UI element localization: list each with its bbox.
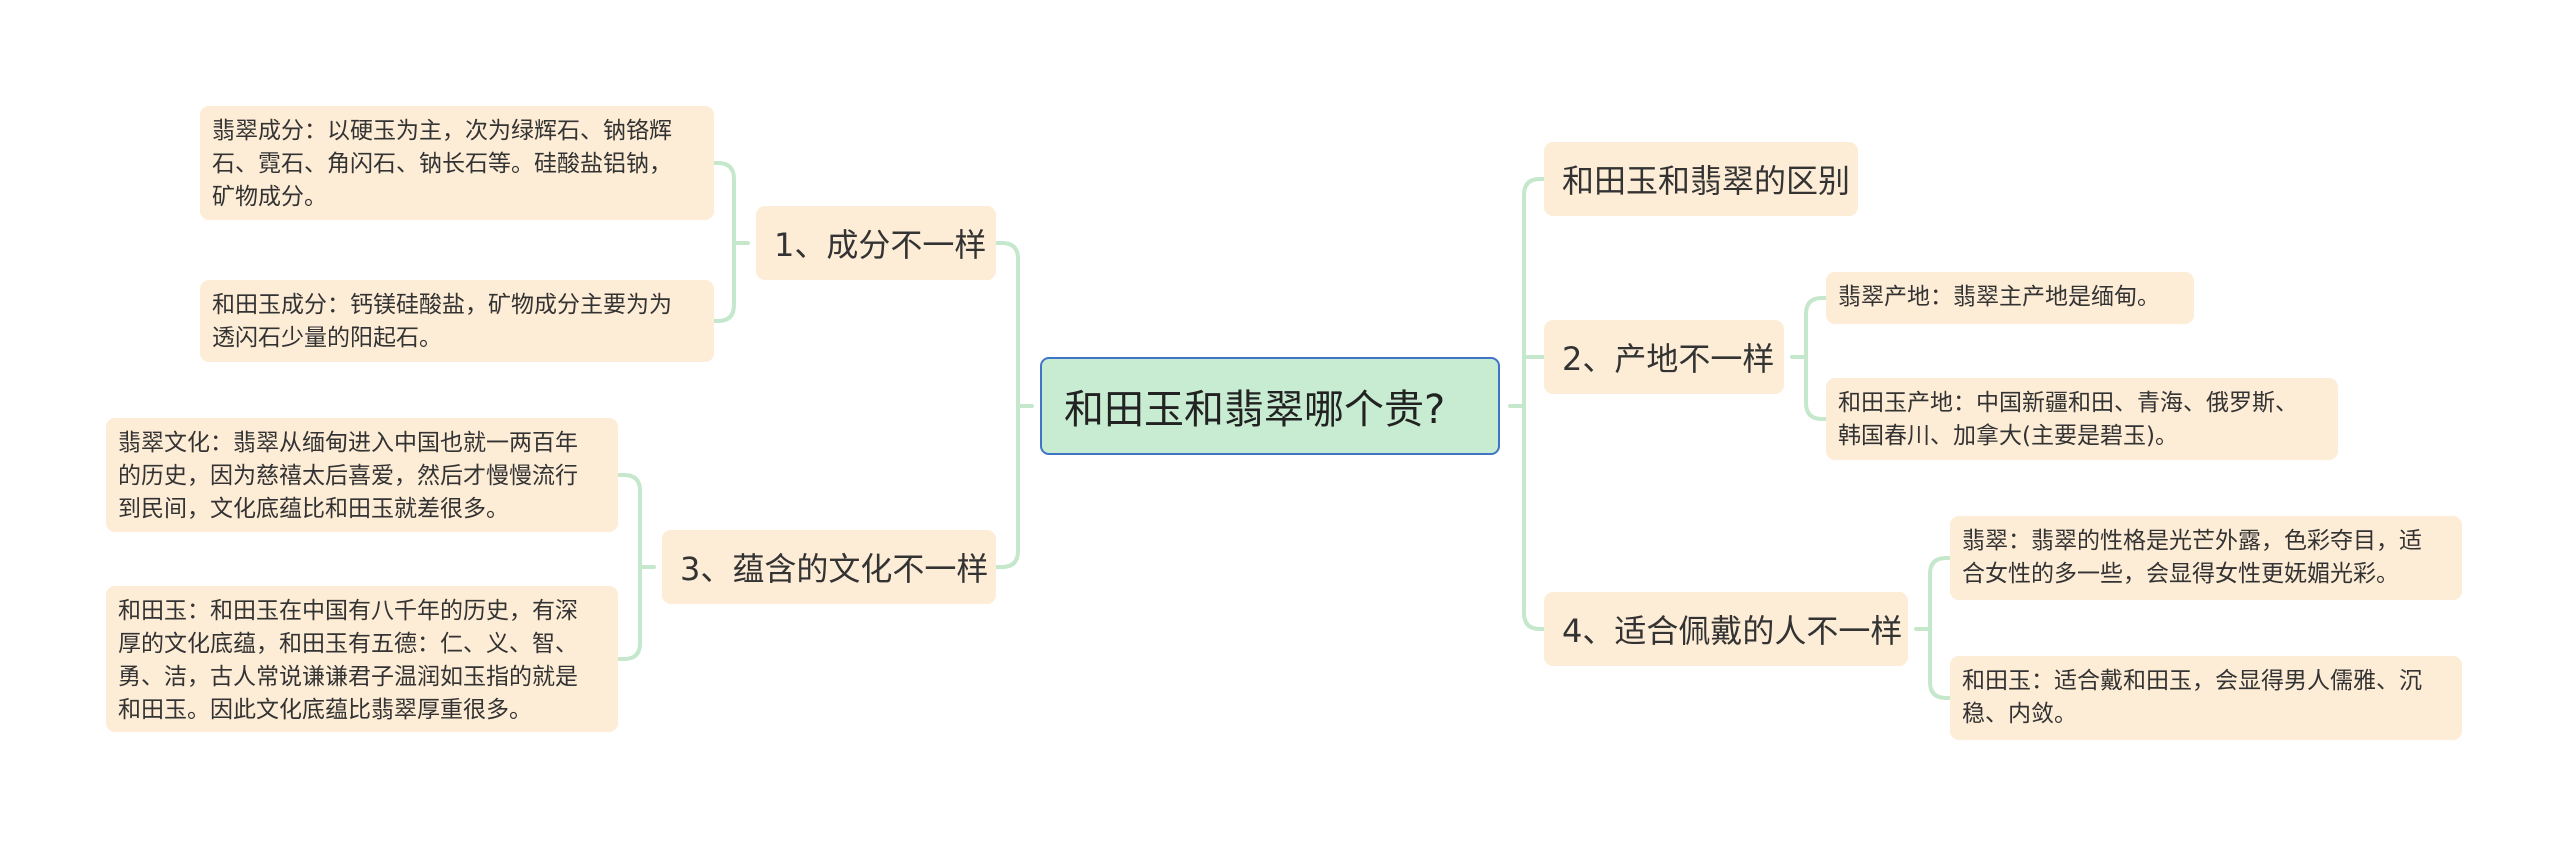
leaf-line: 勇、洁，古人常说谦谦君子温润如玉指的就是 — [118, 664, 578, 690]
leaf-jadeite-culture[interactable]: 翡翠文化：翡翠从缅甸进入中国也就一两百年 的历史，因为慈禧太后喜爱，然后才慢慢流… — [106, 418, 618, 532]
leaf-jadeite-origin[interactable]: 翡翠产地：翡翠主产地是缅甸。 — [1826, 272, 2194, 324]
connector-wearer — [1914, 556, 1952, 700]
connector-origin — [1790, 296, 1828, 421]
branch-wearer[interactable]: 4、适合佩戴的人不一样 — [1544, 592, 1908, 666]
leaf-line: 和田玉产地：中国新疆和田、青海、俄罗斯、 — [1838, 390, 2298, 416]
branch-culture[interactable]: 3、蕴含的文化不一样 — [662, 530, 996, 604]
connector-composition — [712, 161, 750, 323]
root-topic-label: 和田玉和翡翠哪个贵? — [1064, 387, 1446, 433]
leaf-line: 的历史，因为慈禧太后喜爱，然后才慢慢流行 — [118, 463, 578, 489]
leaf-jadeite-wearer[interactable]: 翡翠：翡翠的性格是光芒外露，色彩夺目，适 合女性的多一些，会显得女性更妩媚光彩。 — [1950, 516, 2462, 600]
leaf-line: 和田玉：和田玉在中国有八千年的历史，有深 — [118, 598, 578, 624]
leaf-line: 稳、内敛。 — [1962, 701, 2077, 727]
leaf-line: 翡翠：翡翠的性格是光芒外露，色彩夺目，适 — [1962, 528, 2422, 554]
leaf-line: 到民间，文化底蕴比和田玉就差很多。 — [118, 496, 509, 522]
leaf-line: 翡翠成分：以硬玉为主，次为绿辉石、钠铬辉 — [212, 118, 672, 144]
leaf-hetian-origin[interactable]: 和田玉产地：中国新疆和田、青海、俄罗斯、 韩国春川、加拿大(主要是碧玉)。 — [1826, 378, 2338, 460]
leaf-hetian-wearer[interactable]: 和田玉：适合戴和田玉，会显得男人儒雅、沉 稳、内敛。 — [1950, 656, 2462, 740]
leaf-line: 和田玉。因此文化底蕴比翡翠厚重很多。 — [118, 697, 532, 723]
root-topic[interactable]: 和田玉和翡翠哪个贵? — [1040, 357, 1500, 455]
connector-culture — [616, 473, 656, 661]
leaf-line: 韩国春川、加拿大(主要是碧玉)。 — [1838, 423, 2178, 449]
leaf-line: 厚的文化底蕴，和田玉有五德：仁、义、智、 — [118, 631, 578, 657]
leaf-line: 矿物成分。 — [212, 184, 327, 210]
branch-label: 4、适合佩戴的人不一样 — [1562, 612, 1903, 650]
leaf-hetian-culture[interactable]: 和田玉：和田玉在中国有八千年的历史，有深 厚的文化底蕴，和田玉有五德：仁、义、智… — [106, 586, 618, 732]
leaf-line: 合女性的多一些，会显得女性更妩媚光彩。 — [1962, 561, 2399, 587]
connector-root-left — [994, 241, 1034, 569]
branch-origin[interactable]: 2、产地不一样 — [1544, 320, 1784, 394]
leaf-line: 和田玉成分：钙镁硅酸盐，矿物成分主要为为 — [212, 292, 672, 318]
leaf-line: 透闪石少量的阳起石。 — [212, 325, 442, 351]
leaf-line: 翡翠产地：翡翠主产地是缅甸。 — [1838, 284, 2160, 310]
leaf-line: 翡翠文化：翡翠从缅甸进入中国也就一两百年 — [118, 430, 578, 456]
branch-label: 1、成分不一样 — [774, 226, 987, 264]
branch-label: 2、产地不一样 — [1562, 340, 1775, 378]
leaf-line: 石、霓石、角闪石、钠长石等。硅酸盐铝钠， — [212, 151, 672, 177]
branch-label: 和田玉和翡翠的区别 — [1562, 162, 1851, 200]
leaf-line: 和田玉：适合戴和田玉，会显得男人儒雅、沉 — [1962, 668, 2422, 694]
branch-label: 3、蕴含的文化不一样 — [680, 550, 989, 588]
leaf-jadeite-composition[interactable]: 翡翠成分：以硬玉为主，次为绿辉石、钠铬辉 石、霓石、角闪石、钠长石等。硅酸盐铝钠… — [200, 106, 714, 220]
leaf-hetian-composition[interactable]: 和田玉成分：钙镁硅酸盐，矿物成分主要为为 透闪石少量的阳起石。 — [200, 280, 714, 362]
connector-root-right — [1508, 177, 1546, 631]
branch-composition[interactable]: 1、成分不一样 — [756, 206, 996, 280]
branch-difference[interactable]: 和田玉和翡翠的区别 — [1544, 142, 1858, 216]
